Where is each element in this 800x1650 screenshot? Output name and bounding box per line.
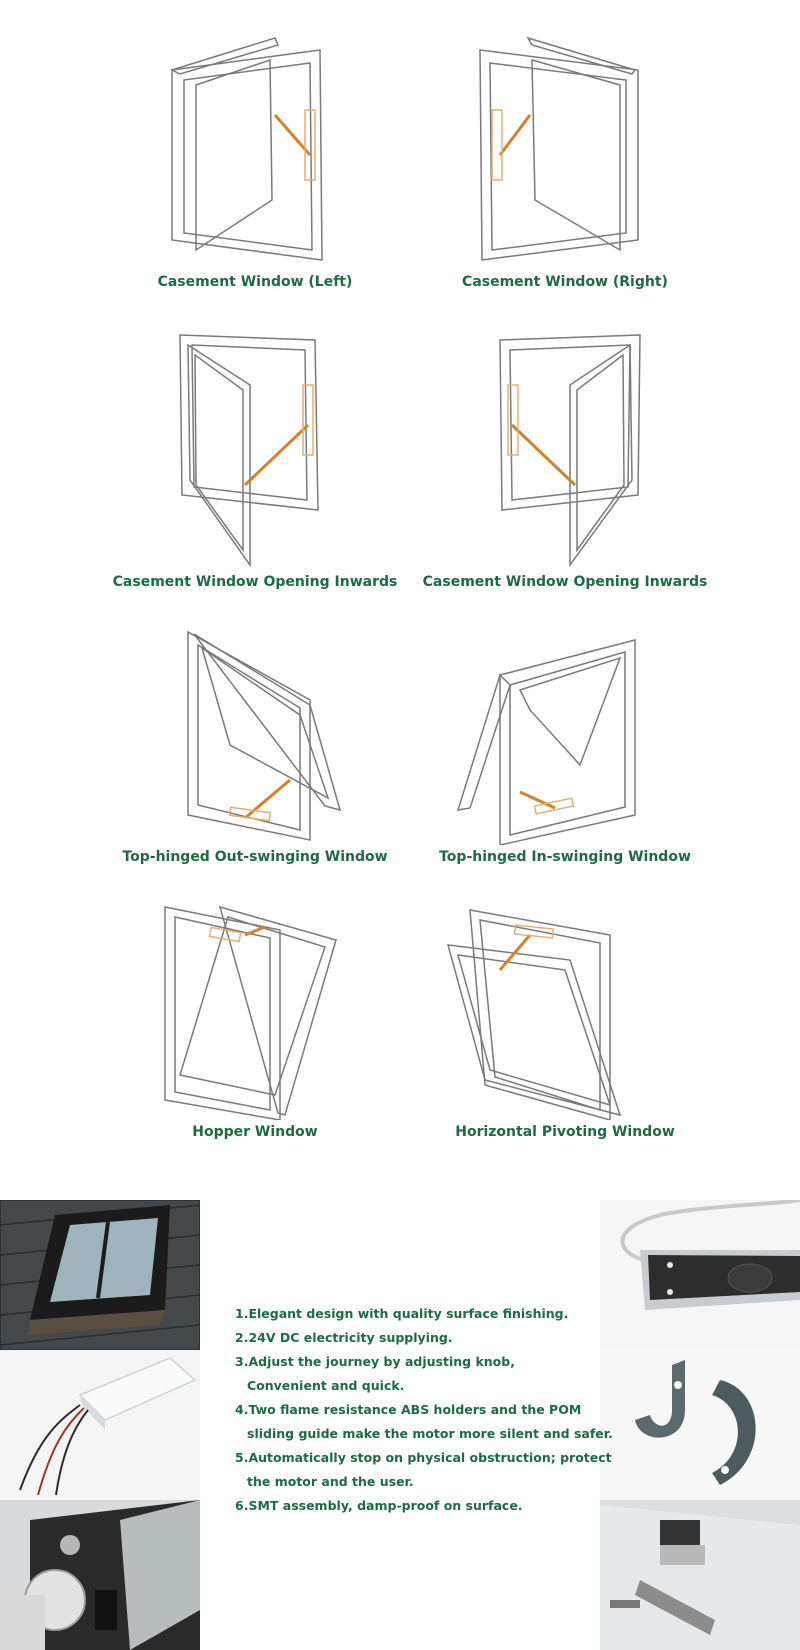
casement-inward-2-illustration (499, 334, 641, 568)
caption-horizontal-pivoting: Horizontal Pivoting Window (455, 1124, 675, 1140)
casement-inward-2: Casement Window Opening Inwards (410, 330, 720, 590)
feature-list: 1.Elegant design with quality surface fi… (235, 1302, 613, 1518)
hopper-illustration (164, 905, 337, 1120)
caption-casement-inward-1: Casement Window Opening Inwards (112, 574, 398, 590)
roof-skylight-photo (0, 1200, 200, 1350)
caption-hopper: Hopper Window (192, 1124, 318, 1140)
caption-top-hinged-in: Top-hinged In-swinging Window (439, 849, 691, 865)
motor-controller-photo (0, 1350, 200, 1500)
cable-gland-photo (0, 1500, 200, 1650)
top-hinged-out-illustration (187, 630, 342, 841)
casement-right-illustration (479, 36, 639, 261)
top-hinged-out: Top-hinged Out-swinging Window (100, 630, 410, 865)
actuator-body-photo (600, 1200, 800, 1350)
horizontal-pivoting-illustration (446, 909, 622, 1120)
casement-left-illustration (169, 37, 323, 261)
feature-3: 3.Adjust the journey by adjusting knob, (235, 1354, 515, 1369)
sliding-guide-photo (600, 1500, 800, 1650)
caption-top-hinged-out: Top-hinged Out-swinging Window (122, 849, 388, 865)
feature-5-cont: the motor and the user. (247, 1474, 414, 1489)
casement-inward-1-illustration (179, 334, 319, 568)
feature-5: 5.Automatically stop on physical obstruc… (235, 1450, 612, 1465)
top-hinged-in-illustration (456, 639, 636, 845)
hopper: Hopper Window (100, 905, 410, 1140)
feature-2: 2.24V DC electricity supplying. (235, 1330, 453, 1345)
feature-4: 4.Two flame resistance ABS holders and t… (235, 1402, 582, 1417)
feature-3-cont: Convenient and quick. (247, 1378, 405, 1393)
feature-4-cont: sliding guide make the motor more silent… (247, 1426, 613, 1441)
caption-casement-left: Casement Window (Left) (157, 274, 353, 290)
casement-left: Casement Window (Left) (100, 30, 410, 290)
mounting-bracket-photo (600, 1350, 800, 1500)
top-hinged-in: Top-hinged In-swinging Window (410, 630, 720, 865)
horizontal-pivoting: Horizontal Pivoting Window (410, 905, 720, 1140)
casement-right: Casement Window (Right) (410, 30, 720, 290)
casement-inward-1: Casement Window Opening Inwards (100, 330, 410, 590)
caption-casement-right: Casement Window (Right) (462, 274, 668, 290)
feature-6: 6.SMT assembly, damp-proof on surface. (235, 1498, 523, 1513)
caption-casement-inward-2: Casement Window Opening Inwards (422, 574, 708, 590)
feature-1: 1.Elegant design with quality surface fi… (235, 1306, 569, 1321)
